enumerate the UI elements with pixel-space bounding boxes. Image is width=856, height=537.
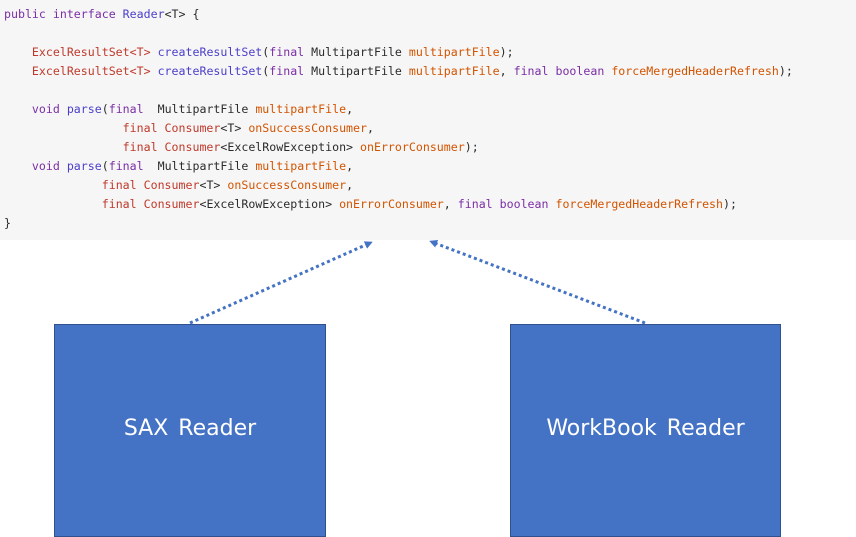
code-token-plain: MultipartFile <box>304 64 409 78</box>
code-token-plain: , <box>443 197 458 211</box>
code-token-plain: , <box>499 64 514 78</box>
code-line: void parse(final MultipartFile multipart… <box>4 100 793 119</box>
code-token-plain: MultipartFile <box>143 159 256 173</box>
code-token-type: final Consumer <box>122 140 221 154</box>
code-line <box>4 24 793 43</box>
code-token-keyword: final <box>108 159 144 173</box>
code-token-keyword: final boolean <box>513 64 605 78</box>
code-token-type: final Consumer <box>101 178 200 192</box>
code-token-param: multipartFile <box>408 45 500 59</box>
sax-reader-label: SAX Reader <box>123 416 257 441</box>
code-token-plain <box>4 102 32 116</box>
code-token-plain: <T> { <box>164 7 200 21</box>
code-token-plain: } <box>4 216 11 230</box>
code-line <box>4 81 793 100</box>
code-token-plain <box>60 159 67 173</box>
code-token-plain: <T> <box>199 178 228 192</box>
code-token-keyword: public interface <box>4 7 123 21</box>
code-token-param: multipartFile <box>408 64 500 78</box>
code-token-plain <box>151 64 158 78</box>
code-token-method: createResultSet <box>157 45 263 59</box>
code-token-type: ExcelResultSet<T> <box>31 64 151 78</box>
code-token-plain: <ExcelRowException> <box>220 140 361 154</box>
code-token-plain: ); <box>723 197 737 211</box>
code-token-plain: ( <box>101 102 109 116</box>
code-panel: public interface Reader<T> { ExcelResult… <box>0 0 856 240</box>
workbook-reader-label: WorkBook Reader <box>546 416 745 441</box>
sax-reader-box: SAX Reader <box>54 324 326 537</box>
code-token-plain <box>60 102 67 116</box>
code-token-plain: , <box>367 121 374 135</box>
workbook-reader-box: WorkBook Reader <box>510 324 781 537</box>
code-token-param: forceMergedHeaderRefresh <box>611 64 779 78</box>
code-token-method: parse <box>66 102 102 116</box>
code-token-method: Reader <box>122 7 165 21</box>
code-token-plain: ); <box>464 140 479 154</box>
code-token-plain <box>4 178 102 192</box>
code-token-plain <box>4 64 32 78</box>
code-token-param: onErrorConsumer <box>360 140 465 154</box>
code-line: final Consumer<ExcelRowException> onErro… <box>4 195 793 214</box>
code-token-plain: , <box>346 159 354 173</box>
code-token-plain: ); <box>778 64 793 78</box>
code-line: final Consumer<T> onSuccessConsumer, <box>4 119 793 138</box>
workbook-to-interface-arrow <box>429 240 646 325</box>
code-line: final Consumer<T> onSuccessConsumer, <box>4 176 793 195</box>
code-token-keyword: final <box>269 64 305 78</box>
code-token-plain: , <box>346 178 354 192</box>
code-token-param: multipartFile <box>255 159 347 173</box>
code-token-plain: , <box>346 102 354 116</box>
code-token-param: forceMergedHeaderRefresh <box>555 197 724 211</box>
code-token-keyword: final <box>269 45 305 59</box>
sax-to-interface-arrow <box>189 241 373 325</box>
code-token-plain <box>4 45 32 59</box>
code-token-plain: ( <box>262 64 270 78</box>
code-token-plain: ( <box>101 159 109 173</box>
code-token-plain: ( <box>262 45 270 59</box>
code-token-plain <box>151 45 158 59</box>
code-token-keyword: final <box>108 102 144 116</box>
code-line: void parse(final MultipartFile multipart… <box>4 157 793 176</box>
code-token-keyword: void <box>31 102 60 116</box>
code-line: final Consumer<ExcelRowException> onErro… <box>4 138 793 157</box>
code-token-param: onErrorConsumer <box>339 197 444 211</box>
code-token-plain: MultipartFile <box>143 102 256 116</box>
code-token-plain <box>4 140 123 154</box>
code-token-plain: ); <box>499 45 514 59</box>
code-token-type: final Consumer <box>122 121 221 135</box>
code-token-type: ExcelResultSet<T> <box>31 45 151 59</box>
code-token-plain <box>4 159 32 173</box>
code-line: ExcelResultSet<T> createResultSet(final … <box>4 43 793 62</box>
code-token-plain: <T> <box>220 121 249 135</box>
code-token-param: multipartFile <box>255 102 347 116</box>
code-token-method: createResultSet <box>157 64 263 78</box>
code-line: ExcelResultSet<T> createResultSet( final … <box>4 62 793 81</box>
code-token-keyword: void <box>31 159 60 173</box>
code-token-plain <box>4 197 102 211</box>
code-token-param: onSuccessConsumer <box>227 178 347 192</box>
code-token-keyword: final boolean <box>457 197 549 211</box>
reader-interface-code: public interface Reader<T> { ExcelResult… <box>4 5 793 233</box>
code-token-plain <box>4 121 123 135</box>
code-token-plain: <ExcelRowException> <box>199 197 340 211</box>
code-line: public interface Reader<T> { <box>4 5 793 24</box>
code-token-method: parse <box>66 159 102 173</box>
code-token-type: final Consumer <box>101 197 200 211</box>
code-token-plain: MultipartFile <box>304 45 409 59</box>
code-token-param: onSuccessConsumer <box>248 121 367 135</box>
code-line: } <box>4 214 793 233</box>
